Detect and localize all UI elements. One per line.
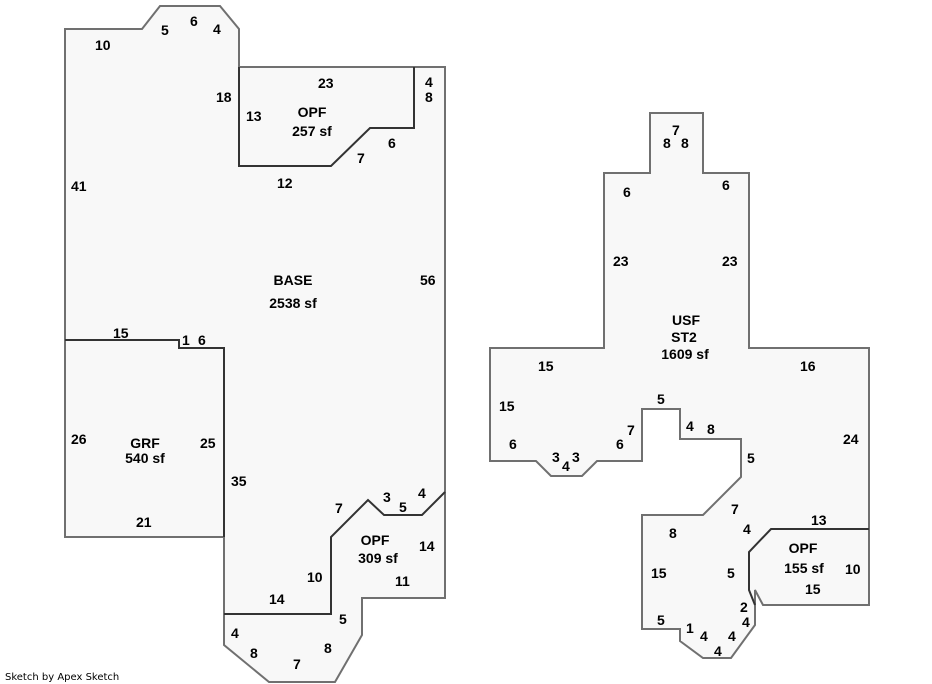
opf-257-outline bbox=[238, 67, 415, 167]
opf-257-name: OPF bbox=[298, 104, 327, 120]
dimension-label: 5 bbox=[727, 565, 735, 581]
dimension-label: 15 bbox=[499, 398, 515, 414]
dimension-label: 15 bbox=[651, 565, 667, 581]
dimension-label: 4 bbox=[231, 625, 239, 641]
dimension-label: 1 bbox=[182, 332, 190, 348]
dimension-label: 15 bbox=[538, 358, 554, 374]
dimension-label: 3 bbox=[552, 449, 560, 465]
dimension-label: 14 bbox=[269, 591, 285, 607]
dimension-label: 14 bbox=[419, 538, 435, 554]
dimension-label: 15 bbox=[113, 325, 129, 341]
dimension-label: 4 bbox=[700, 628, 708, 644]
base-area-outline bbox=[64, 5, 446, 683]
dimension-label: 6 bbox=[616, 436, 624, 452]
dimension-label: 8 bbox=[324, 640, 332, 656]
dimension-label: 6 bbox=[509, 436, 517, 452]
dimension-label: 56 bbox=[420, 272, 436, 288]
usf-area-outline bbox=[489, 112, 870, 659]
dimension-label: 15 bbox=[805, 581, 821, 597]
dimension-label: 2 bbox=[740, 599, 748, 615]
dimension-label: 25 bbox=[200, 435, 216, 451]
dimension-label: 23 bbox=[613, 253, 629, 269]
base-area-name: BASE bbox=[274, 272, 313, 288]
dimension-label: 12 bbox=[277, 175, 293, 191]
dimension-label: 4 bbox=[728, 628, 736, 644]
dimension-label: 7 bbox=[731, 501, 739, 517]
dimension-label: 4 bbox=[562, 458, 570, 474]
dimension-label: 7 bbox=[293, 656, 301, 672]
dimension-label: 4 bbox=[686, 418, 694, 434]
dimension-label: 7 bbox=[335, 500, 343, 516]
dimension-label: 35 bbox=[231, 473, 247, 489]
opf-155-name: OPF bbox=[789, 540, 818, 556]
dimension-label: 8 bbox=[425, 89, 433, 105]
dimension-label: 7 bbox=[627, 422, 635, 438]
dimension-label: 23 bbox=[722, 253, 738, 269]
dimension-label: 10 bbox=[95, 37, 111, 53]
dimension-label: 7 bbox=[672, 122, 680, 138]
dimension-label: 10 bbox=[307, 569, 323, 585]
base-area-size: 2538 sf bbox=[269, 295, 317, 311]
dimension-label: 7 bbox=[357, 150, 365, 166]
dimension-label: 3 bbox=[383, 489, 391, 505]
dimension-label: 5 bbox=[657, 612, 665, 628]
dimension-label: 3 bbox=[572, 449, 580, 465]
dimension-label: 4 bbox=[714, 643, 722, 659]
footer-credit: Sketch by Apex Sketch bbox=[5, 672, 120, 683]
dimension-label: 5 bbox=[399, 499, 407, 515]
dimension-label: 4 bbox=[213, 21, 221, 37]
dimension-label: 13 bbox=[811, 512, 827, 528]
dimension-label: 4 bbox=[418, 485, 426, 501]
dimension-label: 6 bbox=[198, 332, 206, 348]
usf-area-name: USF bbox=[672, 312, 700, 328]
opf-309-name: OPF bbox=[361, 532, 390, 548]
dimension-label: 8 bbox=[250, 645, 258, 661]
dimension-label: 8 bbox=[663, 135, 671, 151]
dimension-label: 8 bbox=[681, 135, 689, 151]
dimension-label: 4 bbox=[743, 521, 751, 537]
dimension-label: 24 bbox=[843, 431, 859, 447]
opf-155-size: 155 sf bbox=[784, 560, 824, 576]
opf-257-size: 257 sf bbox=[292, 123, 332, 139]
dimension-label: 1 bbox=[686, 620, 694, 636]
dimension-label: 5 bbox=[161, 22, 169, 38]
dimension-label: 5 bbox=[339, 611, 347, 627]
dimension-label: 13 bbox=[246, 108, 262, 124]
dimension-label: 4 bbox=[742, 614, 750, 630]
dimension-label: 10 bbox=[845, 561, 861, 577]
usf-area-subname: ST2 bbox=[671, 329, 697, 345]
dimension-label: 6 bbox=[190, 13, 198, 29]
grf-outline bbox=[65, 339, 225, 537]
dimension-label: 16 bbox=[800, 358, 816, 374]
dimension-label: 26 bbox=[71, 431, 87, 447]
dimension-label: 21 bbox=[136, 514, 152, 530]
opf-309-size: 309 sf bbox=[358, 550, 398, 566]
dimension-label: 41 bbox=[71, 178, 87, 194]
dimension-label: 8 bbox=[669, 525, 677, 541]
dimension-label: 6 bbox=[623, 184, 631, 200]
dimension-label: 4 bbox=[425, 74, 433, 90]
usf-area-size: 1609 sf bbox=[661, 346, 709, 362]
dimension-label: 11 bbox=[395, 573, 410, 589]
dimension-label: 5 bbox=[747, 450, 755, 466]
dimension-label: 23 bbox=[318, 75, 334, 91]
dimension-label: 6 bbox=[722, 177, 730, 193]
dimension-label: 5 bbox=[657, 391, 665, 407]
dimension-label: 18 bbox=[216, 89, 232, 105]
opf-309-outline bbox=[224, 491, 446, 615]
grf-area-size: 540 sf bbox=[125, 450, 165, 466]
dimension-label: 8 bbox=[707, 421, 715, 437]
opf-155-outline bbox=[748, 528, 869, 606]
dimension-label: 6 bbox=[388, 135, 396, 151]
grf-area-name: GRF bbox=[130, 435, 160, 451]
